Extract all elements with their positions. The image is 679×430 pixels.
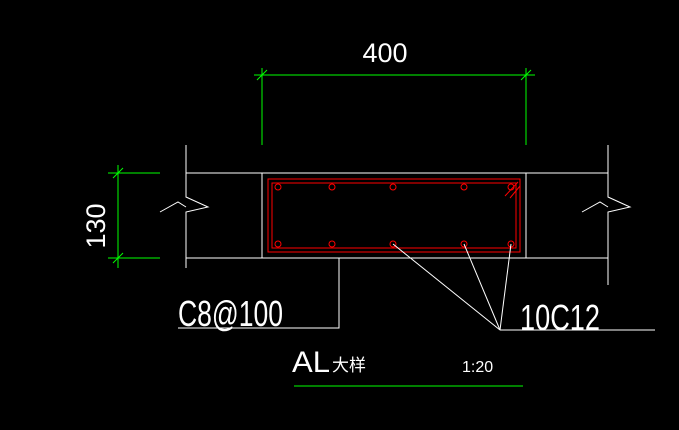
stirrup-leader (178, 258, 340, 329)
detail-title-sub: 大样 (332, 356, 366, 376)
detail-title: AL (292, 346, 330, 379)
stirrup-outer (267, 178, 521, 253)
stirrup-inner (271, 182, 517, 249)
bar-top-4 (460, 183, 468, 191)
width-tick-right (520, 69, 532, 81)
stirrup-hook (504, 181, 519, 197)
left-break-symbol (159, 201, 187, 213)
bar-bottom-4 (460, 240, 468, 248)
bar-leader-3 (499, 243, 512, 331)
height-tick-bottom (112, 252, 124, 264)
bar-top-3 (389, 183, 397, 191)
stirrup-hook-2 (509, 185, 521, 199)
wall-outline (159, 145, 632, 285)
rebar-cage (267, 178, 521, 253)
right-break-line (607, 145, 632, 285)
bar-top-5 (507, 183, 515, 191)
bar-bottom-1 (274, 240, 282, 248)
height-dimension (108, 165, 160, 268)
width-tick-left (256, 69, 268, 81)
bar-bottom-3 (389, 240, 397, 248)
bar-top-2 (328, 183, 336, 191)
stirrup-label: C8@100 (178, 293, 283, 334)
detail-scale: 1:20 (462, 359, 493, 376)
bar-leader-1 (392, 243, 501, 331)
longitudinal-bars (274, 183, 515, 248)
right-break-symbol (581, 201, 609, 213)
width-dimension-label: 400 (362, 38, 407, 68)
bar-leader-2 (463, 243, 501, 331)
bar-bottom-2 (328, 240, 336, 248)
bar-leaders (392, 243, 655, 331)
longitudinal-bar-label: 10C12 (520, 297, 600, 338)
bar-top-1 (274, 183, 282, 191)
height-tick-top (112, 167, 124, 179)
height-dimension-label: 130 (81, 203, 111, 248)
width-dimension (254, 68, 535, 145)
left-break-line (185, 145, 210, 268)
